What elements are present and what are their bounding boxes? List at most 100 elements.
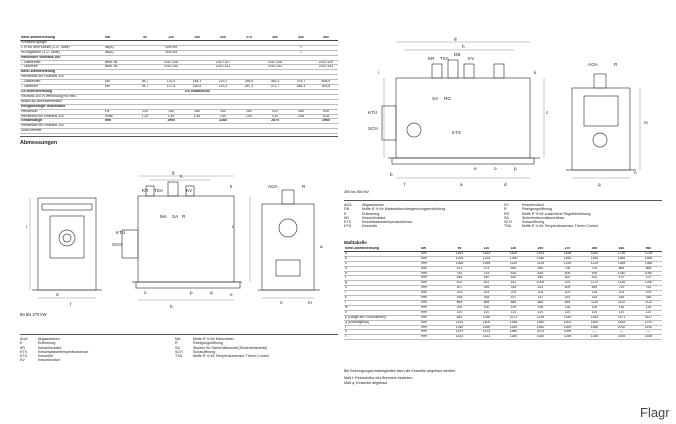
table-cell [158, 94, 184, 100]
table-cell: 1471 [608, 315, 635, 321]
table-cell: 1484 [581, 315, 608, 321]
legend-code: KR [344, 215, 349, 220]
table-cell: 505 [314, 109, 338, 115]
drawing-label: k [534, 70, 537, 75]
table-cell: Heizkessel mit Vitotrans 300 [20, 123, 104, 130]
table-cell: 153 [581, 295, 608, 301]
table-cell: mm [420, 261, 446, 267]
drawing-label: R [614, 62, 618, 67]
table-header-cell: kW [104, 36, 132, 41]
spec-row: Nenn-Wärmeleistung [20, 69, 338, 76]
table-cell: 1143 [473, 334, 500, 341]
table-cell [314, 94, 338, 100]
table-cell [236, 74, 262, 81]
table-cell: 650 [527, 266, 554, 272]
table-cell: mm [420, 334, 446, 341]
legend-code: KV [504, 203, 509, 207]
legend-code: E [20, 341, 23, 346]
table-cell: 1617 [635, 315, 662, 321]
table-cell: 1071 [500, 315, 527, 321]
drawing-label: SA [432, 96, 439, 101]
table-cell [262, 69, 288, 76]
table-cell: 157 [500, 295, 527, 301]
table-header-cell: Nenn-Wärmeleistung [20, 36, 104, 41]
table-cell [314, 88, 338, 95]
table-cell: k [344, 295, 420, 301]
drawing-label: a [320, 244, 323, 249]
table-cell [132, 103, 158, 110]
table-cell: 440 [527, 275, 554, 282]
table-cell: Z010 329 [314, 60, 338, 66]
drawing-label: l [344, 34, 345, 35]
legend-code: E [344, 211, 347, 216]
table-cell: 440 [500, 275, 527, 282]
drawing-label: SA [172, 214, 179, 219]
legend-text: Entleerung [362, 211, 380, 216]
table-cell: 573 [446, 266, 473, 272]
table-cell: 1065 [446, 261, 473, 267]
table-cell [158, 123, 184, 130]
table-cell: Z010 326 [158, 60, 184, 66]
table-cell: q (Einbringmaß) [344, 320, 420, 326]
table-cell [210, 74, 236, 81]
legend-code: SCH [175, 349, 183, 354]
table-cell: 736 [554, 266, 581, 272]
drawing-label: i [26, 224, 27, 229]
drawing-label: n [634, 170, 637, 175]
drawing-label: e [230, 292, 233, 297]
table-cell: 1065 [473, 315, 500, 321]
legend-code: AGA [344, 203, 352, 207]
table-cell: 1040 [635, 271, 662, 277]
drawing-label: RG [444, 96, 451, 101]
table-cell: t [344, 334, 420, 341]
table-cell: 1350 [446, 325, 473, 331]
table-cell: 166 [608, 295, 635, 301]
spec-row: Heizkessel mit Vitotrans 300 [20, 74, 338, 81]
table-cell: 573 [473, 266, 500, 272]
table-cell: 420 [554, 275, 581, 282]
table-cell: 440 [446, 275, 473, 282]
table-cell [210, 103, 236, 110]
table-cell: 1465 [581, 256, 608, 262]
spec-row: 1 m vor dem Kessel (1./2. Stufe)dB(A)<69… [20, 45, 338, 51]
table-cell: mm [420, 300, 446, 306]
table-cell [132, 54, 158, 61]
table-cell [262, 128, 288, 135]
table-cell: 2010 [608, 325, 635, 331]
table-header-cell: 150 [184, 36, 210, 41]
table-cell [314, 128, 338, 135]
table-cell: i [344, 290, 420, 297]
table-cell: 1193 [446, 320, 473, 326]
table-cell: 1350 [500, 256, 527, 262]
table-cell: — [608, 329, 635, 336]
legend-text: Muffe R ½ für Temperatursensor Therm-Con… [193, 354, 269, 359]
table-cell: 865 [608, 266, 635, 272]
table-cell: 2280 [210, 118, 236, 125]
table-cell: 865 [500, 300, 527, 306]
table-cell: 157 [527, 295, 554, 301]
legend-code: RG [504, 211, 510, 216]
table-cell: — [635, 329, 662, 336]
drawing-label: AGA [268, 184, 279, 189]
table-cell [210, 94, 236, 100]
table-cell: 1040 [608, 271, 635, 277]
table-cell [132, 94, 158, 100]
table-cell: 1250 [635, 280, 662, 287]
